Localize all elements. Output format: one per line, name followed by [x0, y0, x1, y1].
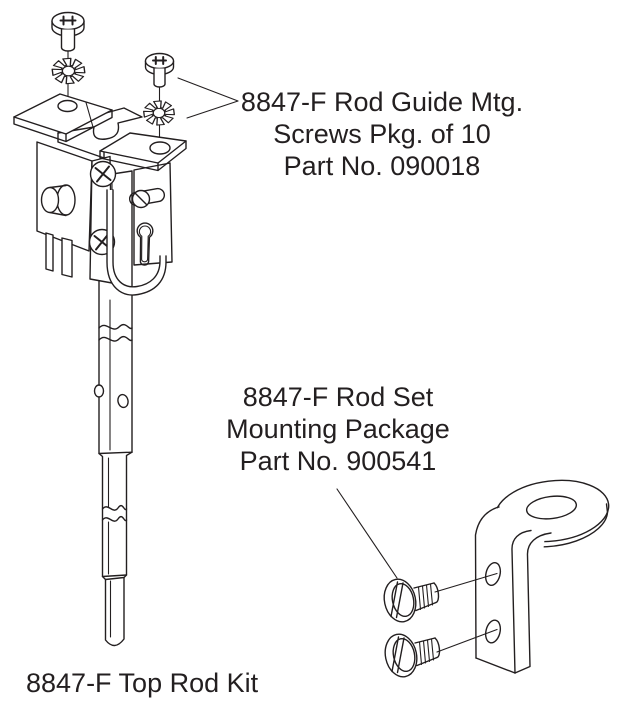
keyhole-slot [136, 222, 154, 266]
bracket-screw-hole [484, 562, 502, 586]
label-line: 8847-F Top Rod Kit [26, 668, 259, 698]
bracket-foot [61, 237, 73, 278]
bracket-foot [45, 232, 54, 272]
pivot-pin [40, 184, 76, 217]
guide-body [36, 141, 117, 284]
mounting-bracket-assembly [336, 479, 610, 681]
star-lock-washer-1 [51, 57, 86, 85]
label-line: Part No. 900541 [239, 446, 437, 476]
leader-line-rod-guide-screws [177, 77, 239, 119]
screw-alignment-line-3 [434, 572, 498, 593]
phillips-mark [152, 56, 167, 65]
label-line: Part No. 090018 [283, 151, 481, 181]
label-line: 8847-F Rod Set [242, 382, 434, 412]
right-mounting-tab [99, 132, 187, 172]
slotted-adjuster-screw [131, 189, 151, 209]
label-line: Screws Pkg. of 10 [273, 119, 491, 149]
screw-alignment-line-4 [436, 628, 498, 653]
label-rod-set-mounting-package: 8847-F Rod Set Mounting Package Part No.… [220, 381, 456, 477]
bracket-screw-2 [380, 630, 441, 681]
tab-screw-hole [57, 99, 78, 113]
rod-holes [93, 384, 129, 409]
mounting-screw-1 [51, 11, 85, 52]
star-lock-washer-2 [143, 100, 175, 126]
tab-screw-hole [149, 141, 171, 155]
rod-guide-assembly [13, 11, 239, 647]
bracket-screw-hole [484, 619, 502, 644]
bracket-screw-1 [379, 575, 440, 626]
rod-break-symbol [98, 323, 133, 522]
l-bracket-plate [474, 506, 552, 674]
label-rod-guide-screws: 8847-F Rod Guide Mtg. Screws Pkg. of 10 … [238, 86, 526, 182]
phillips-mark [59, 15, 77, 26]
leader-line-rod-set-package [336, 488, 398, 579]
phillips-screw-head [89, 160, 117, 188]
mounting-screw-2 [144, 52, 175, 88]
label-line: Mounting Package [226, 414, 450, 444]
left-mounting-tab [13, 93, 113, 143]
label-line: 8847-F Rod Guide Mtg. [240, 87, 524, 117]
rod-strap-hook [106, 189, 167, 296]
label-kit-name: 8847-F Top Rod Kit [26, 667, 258, 699]
keyhole-plate [129, 162, 173, 266]
